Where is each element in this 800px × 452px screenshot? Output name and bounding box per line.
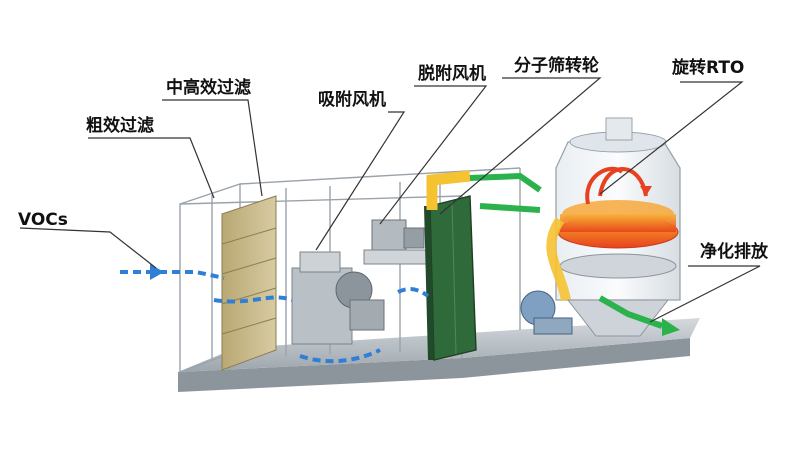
label-medium-high-filter: 中高效过滤 bbox=[166, 78, 251, 98]
adsorption-fan-unit bbox=[291, 251, 385, 345]
label-leader-lines bbox=[19, 77, 761, 323]
label-clean-discharge: 净化排放 bbox=[700, 242, 768, 262]
vocs-inlet-arrow bbox=[150, 264, 164, 280]
zeolite-rotor-wheel bbox=[424, 195, 477, 361]
label-vocs: VOCs bbox=[18, 210, 68, 230]
medium-high-filter-block bbox=[221, 195, 277, 371]
label-coarse-filter: 粗效过滤 bbox=[86, 116, 154, 136]
label-desorption-fan: 脱附风机 bbox=[418, 64, 486, 84]
rto-blower bbox=[520, 290, 573, 335]
desorption-fan-unit bbox=[363, 219, 435, 265]
label-rotary-rto: 旋转RTO bbox=[672, 58, 745, 78]
label-zeolite-wheel: 分子筛转轮 bbox=[514, 56, 599, 76]
vocs-airflow bbox=[120, 270, 430, 364]
hot-air-duct bbox=[426, 170, 571, 302]
clean-discharge-arrow bbox=[662, 318, 680, 336]
rotary-rto-unit bbox=[555, 117, 681, 337]
label-adsorption-fan: 吸附风机 bbox=[318, 90, 386, 110]
